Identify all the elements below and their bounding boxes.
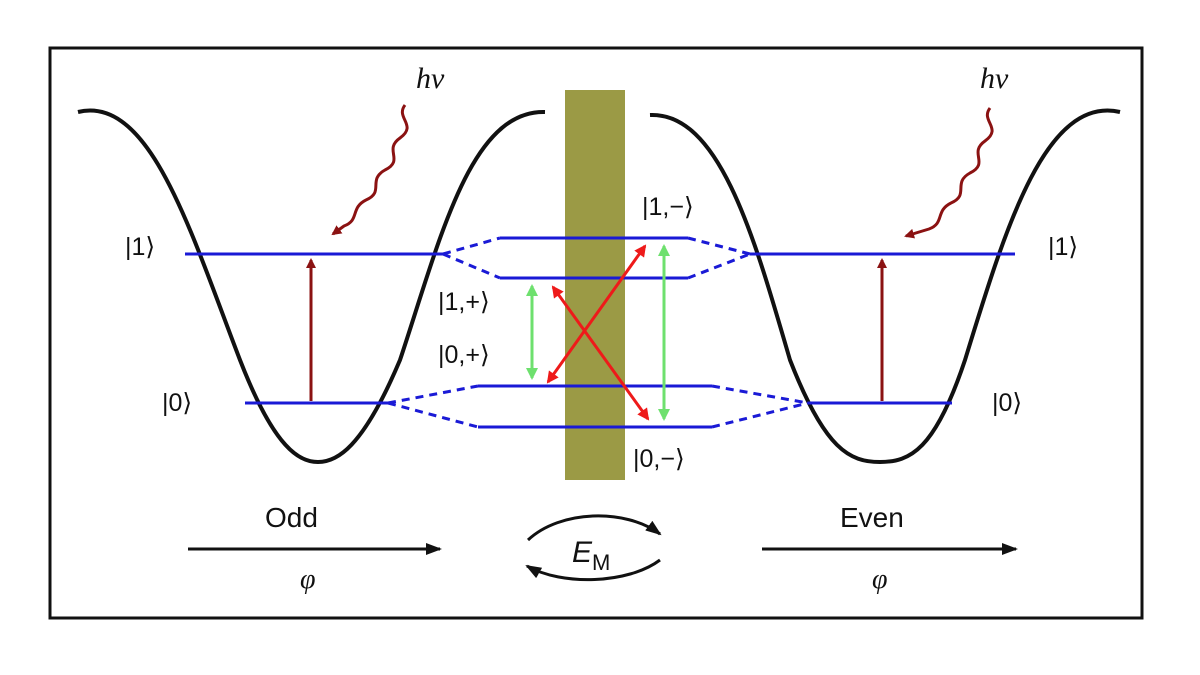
ket-1-minus: |1,−⟩ [642, 193, 694, 221]
ket-1-plus: |1,+⟩ [438, 288, 490, 316]
odd-potential-curve [77, 108, 546, 465]
ket-0-right: |0⟩ [992, 389, 1022, 417]
photon-left-label: hν [416, 62, 445, 95]
ket-1-right: |1⟩ [1048, 233, 1078, 261]
figure-frame [48, 46, 1144, 620]
red-transition-1plus-0minus [551, 285, 650, 421]
ket-0-minus: |0,−⟩ [633, 445, 685, 473]
em-label: EM [572, 536, 610, 575]
em-subscript: M [592, 550, 610, 575]
ket-0-plus: |0,+⟩ [438, 341, 490, 369]
ket-0-left: |0⟩ [162, 389, 192, 417]
dashed-connectors [387, 236, 809, 429]
even-label: Even [840, 502, 904, 533]
phi-left-label: φ [300, 564, 316, 595]
em-lower-arc-arrow [525, 558, 661, 582]
odd-label: Odd [265, 502, 318, 533]
ket-1-left: |1⟩ [125, 233, 155, 261]
em-upper-arc-arrow [526, 514, 662, 542]
em-main: E [572, 536, 593, 569]
phi-right-label: φ [872, 564, 888, 595]
left-photon-arrow [331, 104, 409, 236]
right-photon-arrow [904, 107, 994, 239]
photon-right-label: hν [980, 62, 1009, 95]
even-potential-curve [649, 108, 1121, 465]
